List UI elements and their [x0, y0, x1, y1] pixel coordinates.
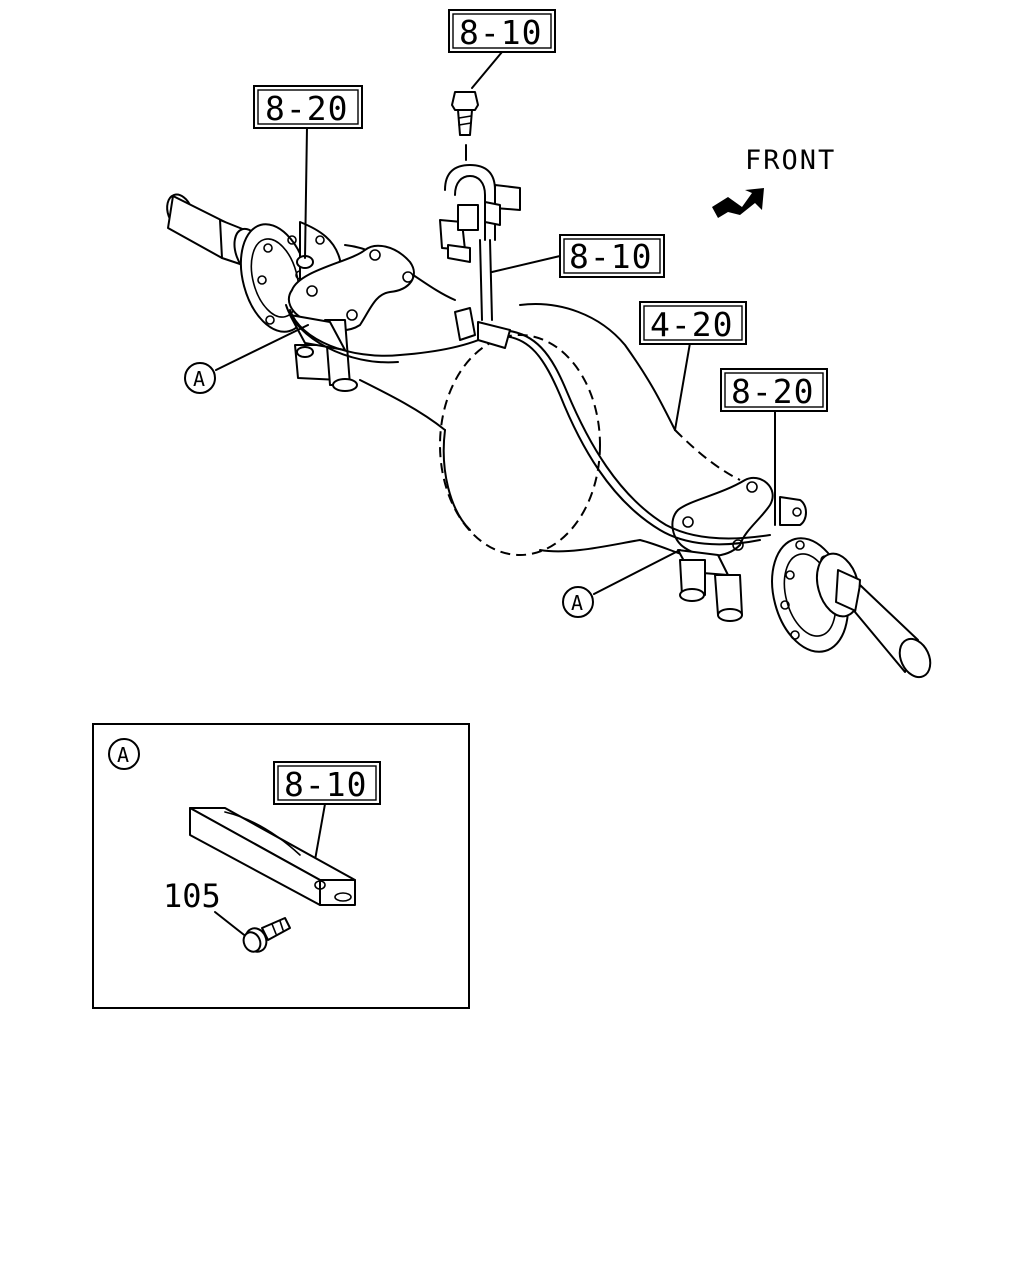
callout-a-right: A	[562, 586, 594, 618]
leader-lines	[215, 51, 776, 595]
label-center-bracket: 8-10	[559, 234, 665, 278]
callout-a-right-text: A	[571, 591, 583, 615]
label-right-hanger: 8-20	[720, 368, 828, 412]
label-top-bolt-text: 8-10	[459, 13, 542, 52]
label-right-hanger-text: 8-20	[731, 372, 814, 411]
axle-housing	[344, 244, 741, 561]
label-detail-bracket: 8-10	[273, 761, 381, 805]
detail-bolt	[242, 917, 291, 953]
center-bracket	[439, 164, 521, 349]
callout-a-left-text: A	[193, 367, 205, 391]
label-housing: 4-20	[639, 301, 747, 345]
label-center-bracket-text: 8-10	[569, 237, 652, 276]
brake-line	[285, 304, 771, 546]
detail-a-letter: A	[117, 743, 129, 767]
label-left-hanger: 8-20	[253, 85, 363, 129]
label-left-hanger-text: 8-20	[265, 89, 348, 128]
right-hub-assembly	[671, 477, 932, 679]
label-housing-text: 4-20	[650, 305, 733, 344]
front-arrow-icon	[712, 188, 764, 218]
detail-bolt-number: 105	[163, 877, 221, 915]
top-bolt	[451, 91, 479, 161]
front-label: FRONT	[745, 145, 836, 176]
label-detail-bracket-text: 8-10	[284, 765, 367, 804]
label-top-bolt: 8-10	[448, 9, 556, 53]
detail-bracket-part	[189, 807, 356, 906]
callout-a-left: A	[184, 362, 216, 394]
detail-a-panel: A 8-10 105	[92, 723, 470, 1009]
